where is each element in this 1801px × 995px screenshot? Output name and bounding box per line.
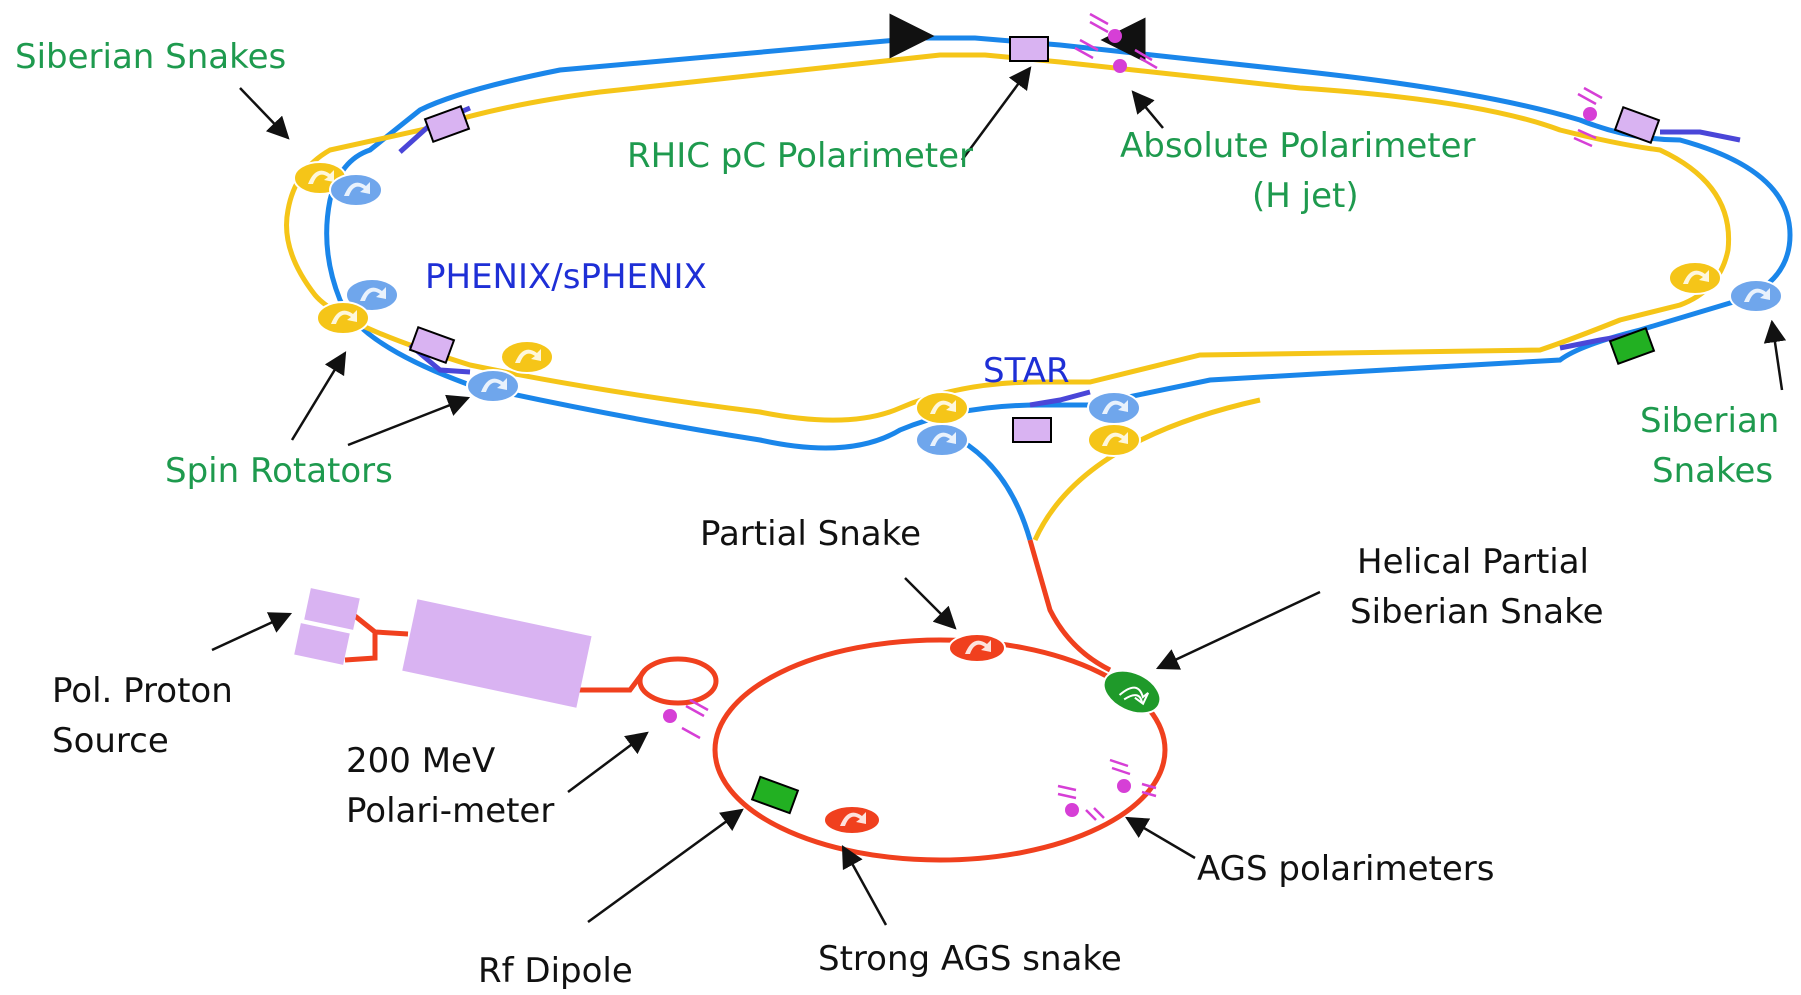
label-200-mev: 200 MeV xyxy=(346,741,495,781)
linac xyxy=(402,599,592,708)
label-helical-partial-1: Helical Partial xyxy=(1357,542,1589,582)
star-box xyxy=(1012,417,1052,443)
label-star: STAR xyxy=(983,351,1070,391)
ags-rf-dipole-box xyxy=(750,775,800,815)
ags-components xyxy=(663,633,1162,835)
phenix-box xyxy=(408,325,456,365)
label-partial-snake: Partial Snake xyxy=(700,514,921,554)
label-absolute-polarimeter: Absolute Polarimeter xyxy=(1120,126,1475,166)
label-rf-dipole: Rf Dipole xyxy=(478,951,633,991)
rhic-rf-dipole-box xyxy=(1608,326,1656,366)
label-siberian-right-2: Snakes xyxy=(1652,451,1773,491)
blue-ring xyxy=(324,35,1793,451)
labels: Siberian Snakes RHIC pC Polarimeter Abso… xyxy=(15,37,1779,991)
polarimeter-box-left xyxy=(423,104,471,144)
label-helical-partial-2: Siberian Snake xyxy=(1350,592,1604,632)
label-pol-proton: Pol. Proton xyxy=(52,671,233,711)
label-polari-meter: Polari-meter xyxy=(346,791,554,831)
polarimeter-box-right xyxy=(1613,105,1661,145)
label-phenix: PHENIX/sPHENIX xyxy=(425,257,707,297)
label-siberian-right-1: Siberian xyxy=(1640,401,1779,441)
label-rhic-pc-polarimeter: RHIC pC Polarimeter xyxy=(627,136,973,176)
source-block-1 xyxy=(304,588,360,630)
rhic-components xyxy=(293,12,1783,457)
pc-polarimeter-box xyxy=(1009,36,1049,62)
annotation-arrows xyxy=(211,66,1787,926)
label-spin-rotators: Spin Rotators xyxy=(165,451,393,491)
source-block-2 xyxy=(294,623,350,665)
label-strong-ags-snake: Strong AGS snake xyxy=(818,939,1122,979)
label-ags-polarimeters: AGS polarimeters xyxy=(1197,849,1494,889)
label-source: Source xyxy=(52,721,169,761)
label-siberian-snakes-top: Siberian Snakes xyxy=(15,37,286,77)
ags-ring xyxy=(294,588,1168,863)
label-h-jet: (H jet) xyxy=(1252,176,1359,216)
